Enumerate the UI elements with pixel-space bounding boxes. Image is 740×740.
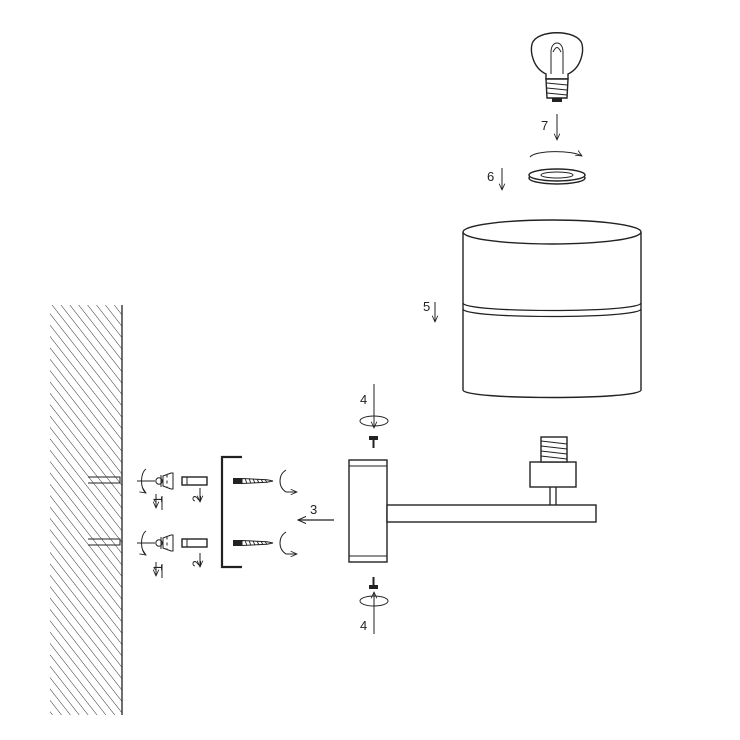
step-4-label-top: 4	[360, 392, 367, 407]
step-4-label-bottom: 4	[360, 618, 367, 633]
step-5: 5	[423, 299, 435, 322]
step-7-label: 7	[541, 118, 548, 133]
lamp-arm	[348, 459, 597, 563]
screw-upper	[232, 477, 274, 485]
mounting-bracket	[220, 455, 242, 569]
step-4-top: 4	[359, 384, 389, 428]
shade-ring	[528, 152, 586, 185]
rotation-icon-screw-upper	[280, 470, 297, 492]
step-2-upper: 2	[190, 488, 204, 502]
step-5-label: 5	[423, 299, 430, 314]
step-1-upper: 1	[151, 494, 165, 510]
set-screw-bottom	[369, 577, 378, 589]
step-6: 6	[487, 168, 502, 190]
light-bulb	[530, 32, 584, 102]
step-4-bottom: 4	[359, 592, 389, 634]
step-6-label: 6	[487, 169, 494, 184]
step-7: 7	[541, 114, 557, 140]
wall	[50, 305, 123, 715]
step-1-label-lower: 1	[151, 564, 165, 571]
step-2-label-upper: 2	[190, 495, 204, 502]
rotation-icon-plug-lower	[142, 530, 147, 555]
set-screw-top	[369, 436, 378, 448]
step-3-label: 3	[310, 502, 317, 517]
rotation-icon-screw-lower	[280, 532, 297, 554]
rotation-icon-plug-upper	[142, 468, 147, 493]
screw-lower	[232, 539, 274, 547]
step-2-lower: 2	[190, 553, 204, 567]
step-1-lower: 1	[151, 562, 165, 578]
dowel-upper	[181, 476, 208, 486]
drill-holes	[88, 476, 121, 546]
lamp-socket	[529, 436, 577, 488]
dowel-lower	[181, 538, 208, 548]
step-1-label-upper: 1	[151, 496, 165, 503]
lamp-shade	[462, 219, 642, 399]
step-2-label-lower: 2	[190, 560, 204, 567]
